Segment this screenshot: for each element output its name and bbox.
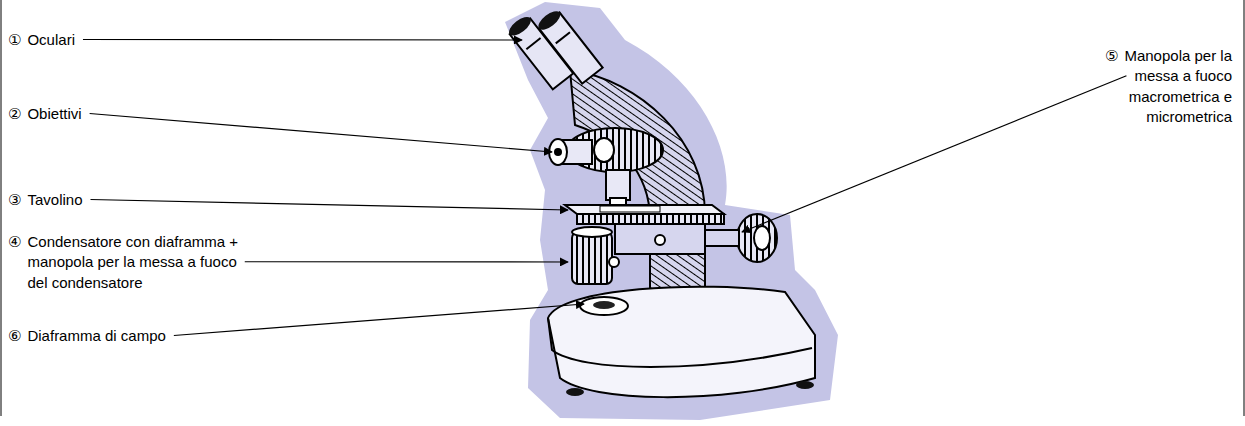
part-name-wrap: Oculari: [27, 30, 75, 50]
part-name-wrap: Tavolino: [27, 190, 82, 210]
leader-line: [91, 200, 569, 211]
leader-line: [90, 114, 552, 153]
callout-number: ①: [8, 30, 21, 50]
silhouette: [505, 2, 838, 420]
part-name: Obiettivi: [27, 105, 81, 122]
base-edge: [548, 318, 812, 367]
part-name: Oculari: [27, 31, 75, 48]
callout-number: ③: [8, 190, 21, 210]
focus-knob: [705, 214, 777, 262]
frame-line: [1, 0, 2, 416]
part-name: Condensatore con diaframma + manopola pe…: [27, 233, 238, 291]
foot: [796, 381, 814, 389]
objective: [549, 138, 614, 165]
base: [548, 287, 815, 397]
objective: [606, 170, 630, 206]
callout-label: ⑤ Manopola per la messa a fuoco macrometr…: [1092, 46, 1232, 127]
part-name: Tavolino: [27, 191, 82, 208]
frame-line: [1244, 0, 1245, 416]
callout-label: ⑥ Diaframma di campo: [8, 326, 166, 346]
callout-number: ⑤: [1105, 47, 1118, 65]
leader-line: [83, 39, 522, 41]
leader-line: [245, 261, 568, 262]
callout-number: ④: [8, 232, 21, 252]
field-diaphragm: [580, 297, 628, 315]
callout-label: ② Obiettivi: [8, 104, 82, 124]
part-name: Diaframma di campo: [27, 327, 165, 344]
part-name: Manopola per la messa a fuoco macrometri…: [1124, 47, 1232, 125]
arm: [570, 70, 705, 295]
callout-label: ③ Tavolino: [8, 190, 83, 210]
leader-line: [742, 76, 1126, 232]
field-diaphragm-lens: [593, 301, 615, 309]
stage: [565, 205, 724, 224]
part-name-wrap: Diaframma di campo: [27, 326, 165, 346]
leader-line: [174, 304, 584, 336]
stage-carrier: [615, 224, 705, 254]
condenser: [572, 227, 619, 284]
callout-label: ① Oculari: [8, 30, 75, 50]
callout-number: ②: [8, 104, 21, 124]
part-name-wrap: Condensatore con diaframma + manopola pe…: [27, 232, 241, 293]
part-name-wrap: Obiettivi: [27, 104, 81, 124]
eyepiece: [535, 8, 602, 84]
callout-label: ④ Condensatore con diaframma + manopola p…: [8, 232, 241, 293]
foot: [566, 388, 584, 396]
callout-number: ⑥: [8, 326, 21, 346]
screw: [655, 235, 665, 245]
